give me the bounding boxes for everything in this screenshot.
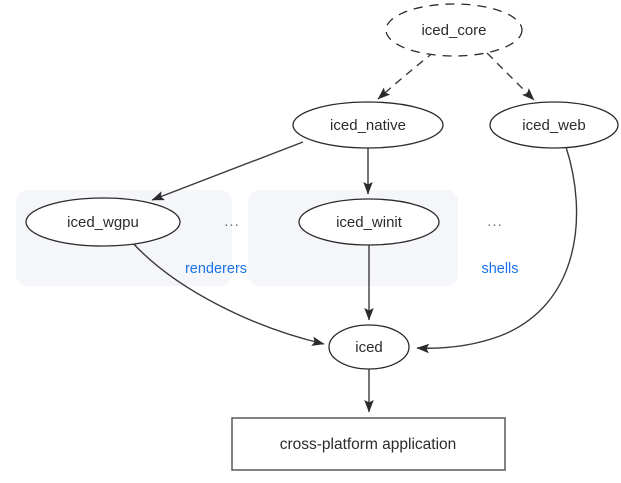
- renderers-more-indicator: ...: [224, 213, 240, 230]
- node-cross-platform-application[interactable]: cross-platform application: [231, 417, 506, 471]
- node-iced-native[interactable]: iced_native: [292, 101, 444, 149]
- edge-iced-wgpu-to-iced: [130, 240, 325, 346]
- edge-iced-native-to-iced-wgpu: [151, 141, 304, 201]
- node-application-label: cross-platform application: [280, 436, 457, 453]
- edge-iced-web-to-iced: [416, 146, 578, 354]
- edge-iced-core-to-iced-web: [486, 52, 535, 101]
- node-iced-core[interactable]: iced_core: [385, 3, 523, 57]
- node-iced-winit[interactable]: iced_winit: [298, 198, 440, 246]
- node-iced-winit-shape[interactable]: [298, 198, 440, 246]
- node-iced-wgpu[interactable]: iced_wgpu: [25, 197, 181, 247]
- node-iced-web[interactable]: iced_web: [489, 101, 619, 149]
- edge-iced-core-to-iced-native: [377, 51, 435, 100]
- node-iced-wgpu-shape[interactable]: [25, 197, 181, 247]
- node-application-shape[interactable]: [231, 417, 506, 471]
- cluster-shells-label: shells: [481, 261, 518, 277]
- node-iced-core-shape[interactable]: [385, 3, 523, 57]
- node-iced[interactable]: iced: [328, 324, 410, 370]
- node-iced-shape[interactable]: [328, 324, 410, 370]
- cluster-renderers-label: renderers: [185, 261, 247, 277]
- node-iced-native-shape[interactable]: [292, 101, 444, 149]
- shells-more-indicator: ...: [487, 213, 503, 230]
- node-iced-web-shape[interactable]: [489, 101, 619, 149]
